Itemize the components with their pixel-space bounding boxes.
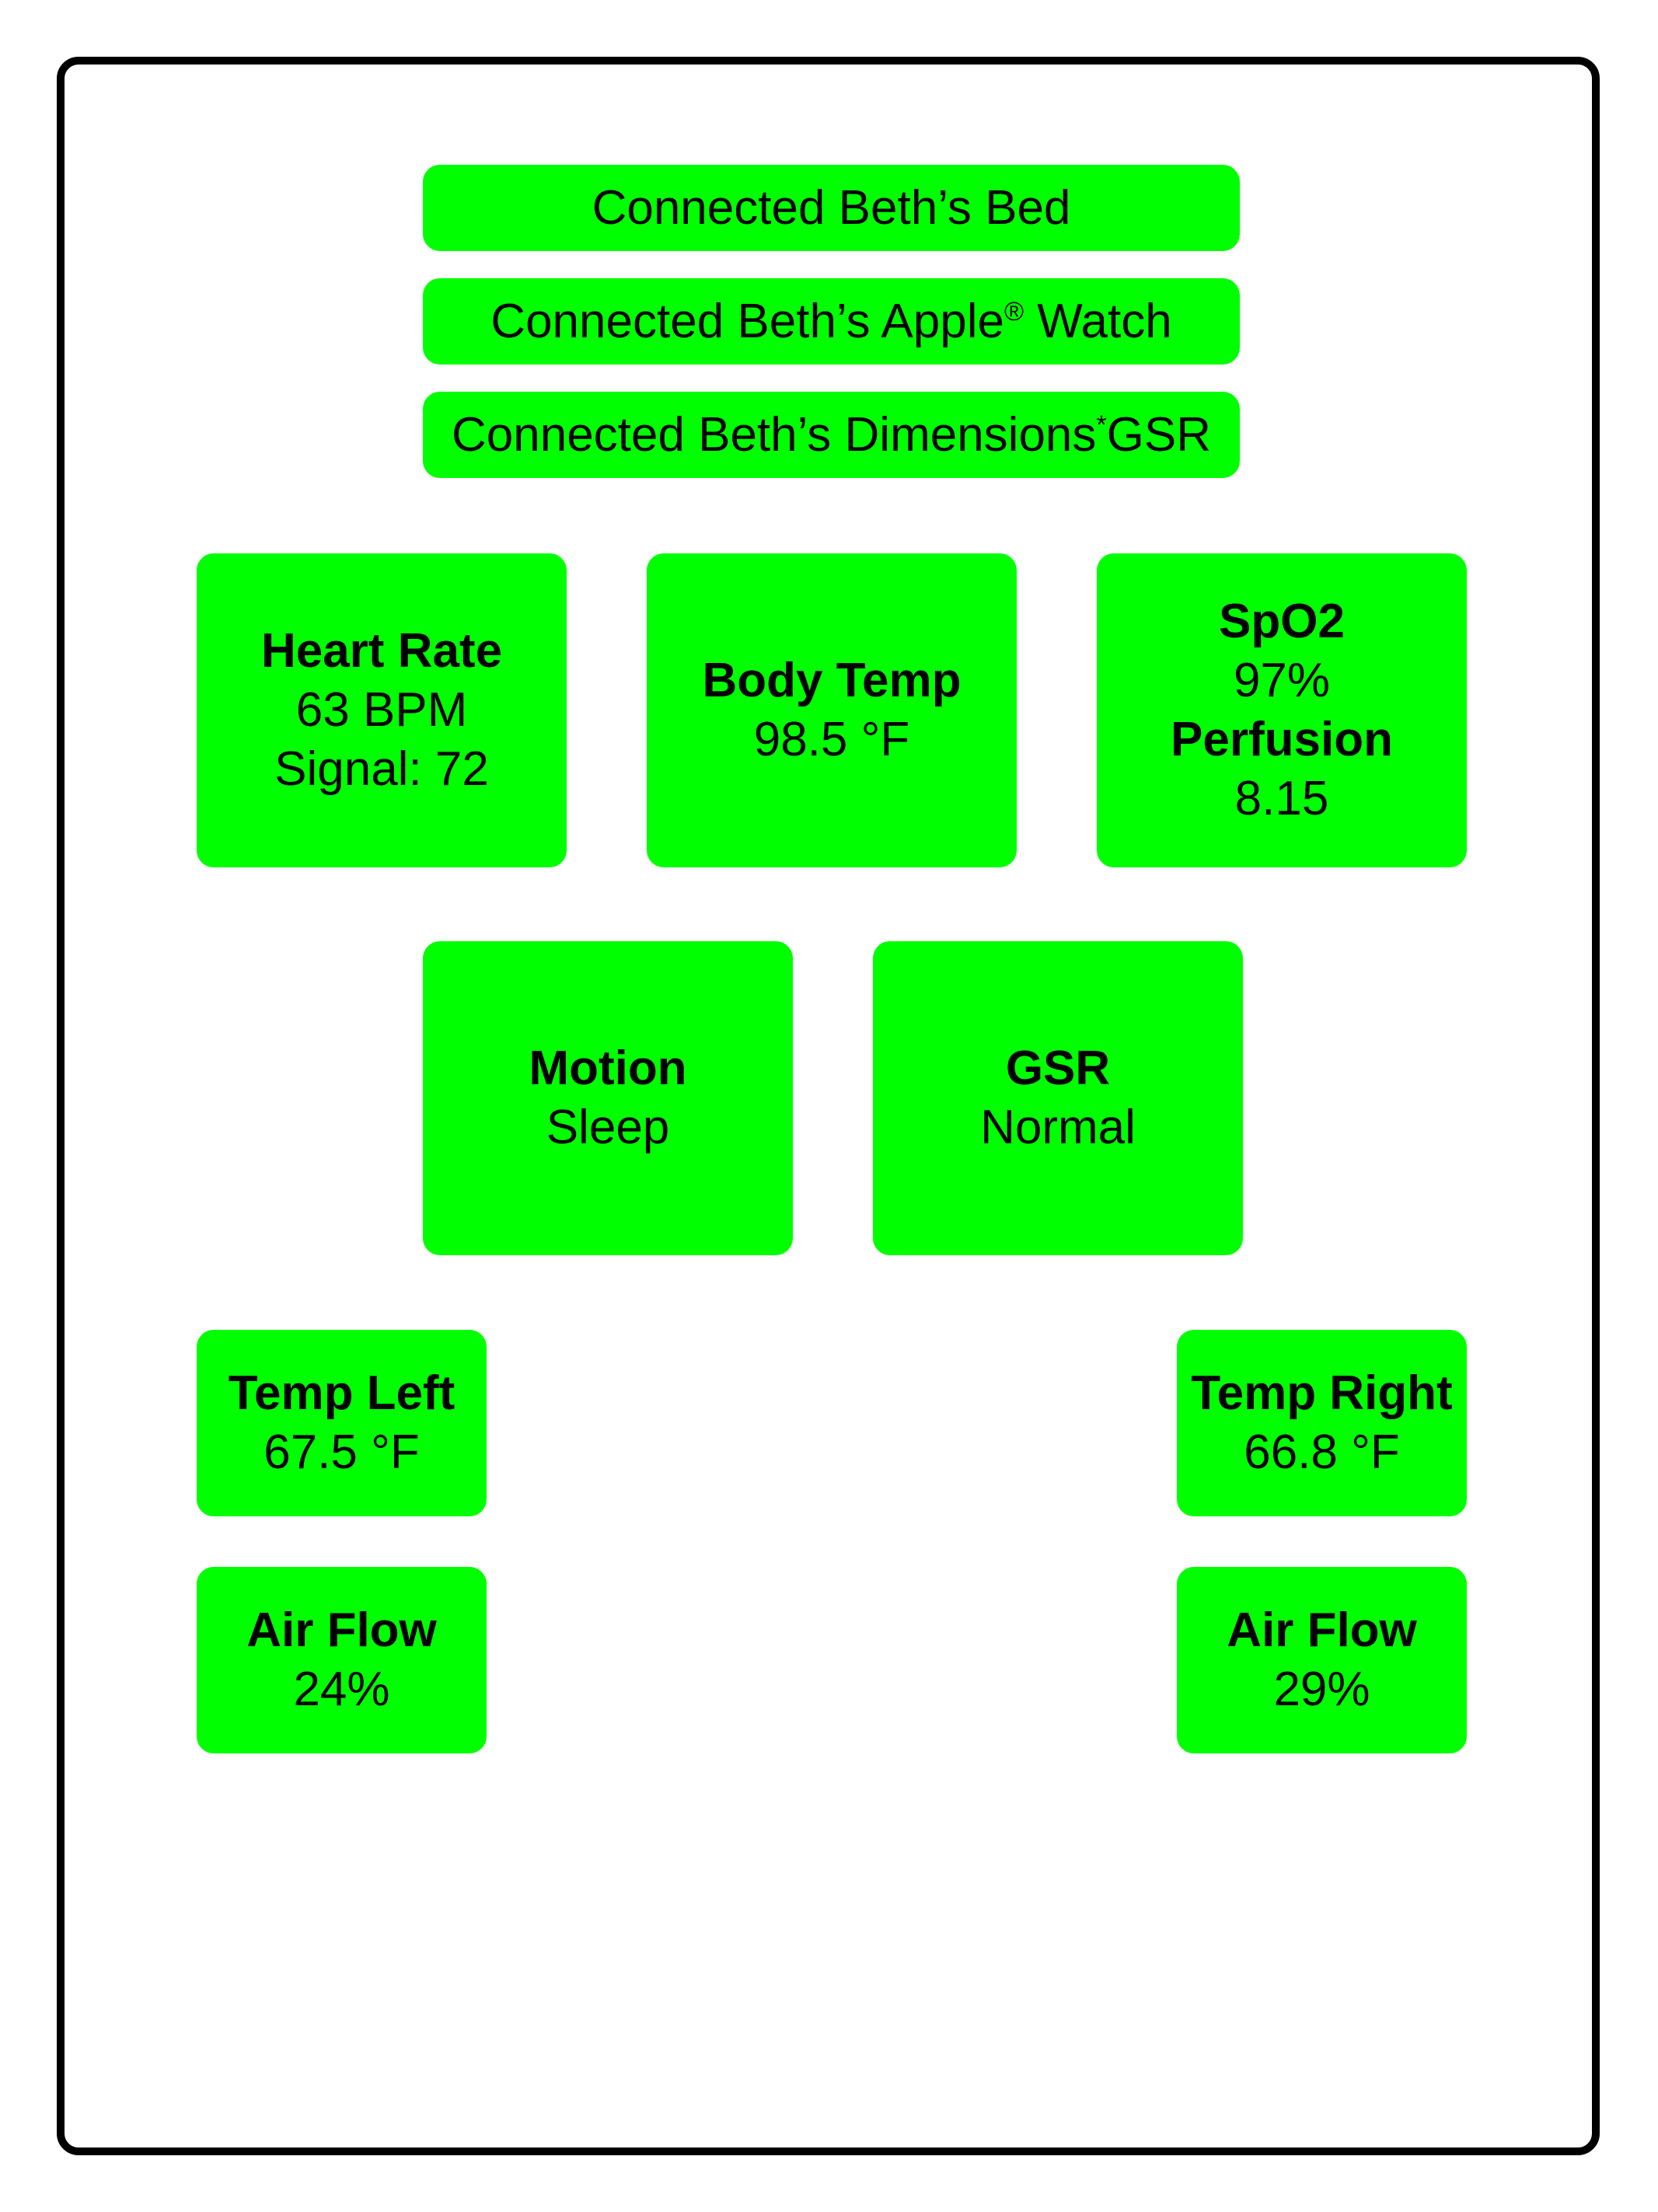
- perfusion-label: Perfusion: [1171, 713, 1393, 766]
- device-frame: [57, 57, 1600, 2155]
- connection-watch-banner[interactable]: Connected Beth’s Apple® Watch: [423, 278, 1240, 365]
- temp-right-label: Temp Right: [1191, 1366, 1453, 1420]
- air-flow-left-value: 24%: [293, 1662, 390, 1716]
- temp-left-tile[interactable]: Temp Left 67.5 °F: [197, 1330, 487, 1516]
- connection-bed-text: Connected Beth’s Bed: [592, 179, 1071, 238]
- heart-rate-signal: Signal: 72: [274, 742, 489, 796]
- temp-right-value: 66.8 °F: [1244, 1425, 1400, 1479]
- spo2-label: SpO2: [1219, 595, 1345, 648]
- temp-left-label: Temp Left: [228, 1366, 456, 1420]
- asterisk-mark: *: [1096, 410, 1107, 440]
- air-flow-right-label: Air Flow: [1227, 1603, 1417, 1657]
- connection-bed-banner[interactable]: Connected Beth’s Bed: [423, 165, 1240, 251]
- air-flow-right-tile[interactable]: Air Flow 29%: [1177, 1567, 1467, 1753]
- body-temp-label: Body Temp: [702, 654, 962, 707]
- air-flow-left-tile[interactable]: Air Flow 24%: [197, 1567, 487, 1753]
- air-flow-right-value: 29%: [1273, 1662, 1370, 1716]
- connection-gsr-banner[interactable]: Connected Beth’s Dimensions*GSR: [423, 392, 1240, 478]
- body-temp-tile[interactable]: Body Temp 98.5 °F: [647, 553, 1017, 867]
- motion-label: Motion: [529, 1041, 687, 1095]
- connection-watch-label: Connected Beth’s Apple: [490, 294, 1004, 348]
- registered-mark: ®: [1004, 296, 1024, 326]
- connection-gsr-text: Connected Beth’s Dimensions*GSR: [452, 406, 1211, 465]
- temp-right-tile[interactable]: Temp Right 66.8 °F: [1177, 1330, 1467, 1516]
- connection-gsr-label: Connected Beth’s Dimensions: [451, 407, 1097, 462]
- connection-bed-label: Connected Beth’s Bed: [592, 180, 1071, 235]
- motion-tile[interactable]: Motion Sleep: [423, 941, 793, 1255]
- connection-gsr-suffix: GSR: [1106, 407, 1212, 462]
- spo2-tile[interactable]: SpO2 97% Perfusion 8.15: [1097, 553, 1467, 867]
- spo2-value: 97%: [1233, 654, 1331, 707]
- heart-rate-tile[interactable]: Heart Rate 63 BPM Signal: 72: [197, 553, 567, 867]
- perfusion-value: 8.15: [1234, 772, 1329, 825]
- temp-left-value: 67.5 °F: [264, 1425, 420, 1479]
- motion-value: Sleep: [546, 1101, 670, 1154]
- heart-rate-label: Heart Rate: [260, 624, 503, 678]
- body-temp-value: 98.5 °F: [753, 713, 910, 766]
- heart-rate-value: 63 BPM: [295, 683, 468, 737]
- gsr-label: GSR: [1005, 1041, 1111, 1095]
- connection-watch-suffix: Watch: [1024, 294, 1172, 348]
- gsr-value: Normal: [980, 1101, 1136, 1154]
- connection-watch-text: Connected Beth’s Apple® Watch: [490, 292, 1171, 351]
- gsr-tile[interactable]: GSR Normal: [873, 941, 1243, 1255]
- air-flow-left-label: Air Flow: [246, 1603, 437, 1657]
